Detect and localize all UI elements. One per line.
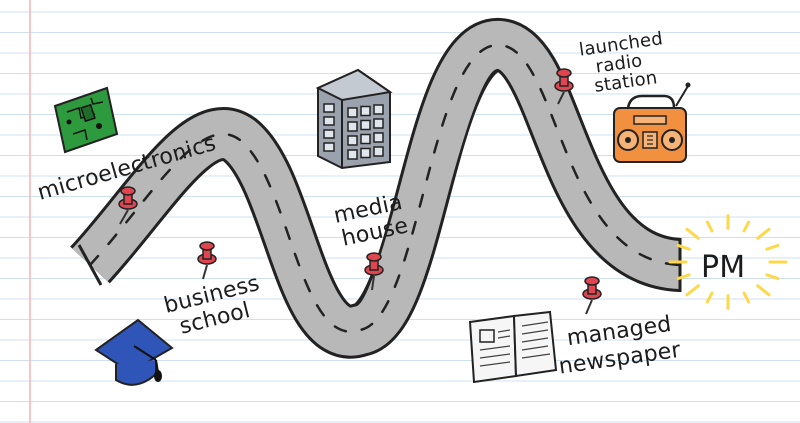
radio-icon: [613, 82, 691, 163]
building-window: [360, 119, 371, 131]
office-building-icon: [315, 68, 393, 170]
building-window: [347, 135, 358, 146]
label-pm-destination: PM: [701, 250, 745, 285]
pushpin-icon: [582, 276, 602, 315]
pm-sun-rays: [668, 214, 788, 310]
label-launched-radio-station: launched radio station: [578, 28, 664, 97]
building-window: [347, 121, 358, 132]
building-window: [360, 133, 371, 145]
sun-ray: [685, 284, 700, 297]
building-window: [373, 146, 384, 157]
sun-ray: [685, 227, 700, 240]
label-business-school: business school: [162, 271, 263, 340]
building-window: [323, 103, 335, 113]
circuit-board-icon: [53, 86, 119, 154]
sun-ray: [756, 227, 771, 240]
building-window: [347, 107, 358, 118]
sun-ray: [676, 243, 691, 251]
building-window: [323, 116, 335, 126]
label-managed-newspaper: managed newspaper: [557, 312, 683, 380]
newspaper-icon: [468, 310, 558, 384]
pushpin-icon: [197, 241, 217, 280]
pushpin-icon: [554, 68, 574, 105]
building-window: [360, 147, 371, 159]
building-window: [360, 105, 371, 117]
sun-ray: [676, 273, 691, 281]
pushpin-icon: [118, 186, 138, 225]
building-window: [323, 129, 335, 139]
sun-ray: [705, 220, 714, 233]
graduation-cap-icon: [94, 318, 174, 386]
career-road: [70, 18, 684, 359]
road-start-edge: [77, 244, 103, 286]
building-window: [373, 118, 384, 129]
building-window: [347, 149, 358, 160]
sun-ray: [742, 291, 751, 304]
pushpin-icon: [364, 252, 384, 291]
sun-ray: [756, 284, 771, 297]
building-window: [323, 142, 335, 152]
sun-ray: [765, 243, 780, 251]
building-window: [373, 132, 384, 143]
sun-ray: [705, 291, 714, 304]
building-window: [373, 104, 384, 115]
sun-ray: [742, 220, 751, 233]
sun-ray: [765, 273, 780, 281]
